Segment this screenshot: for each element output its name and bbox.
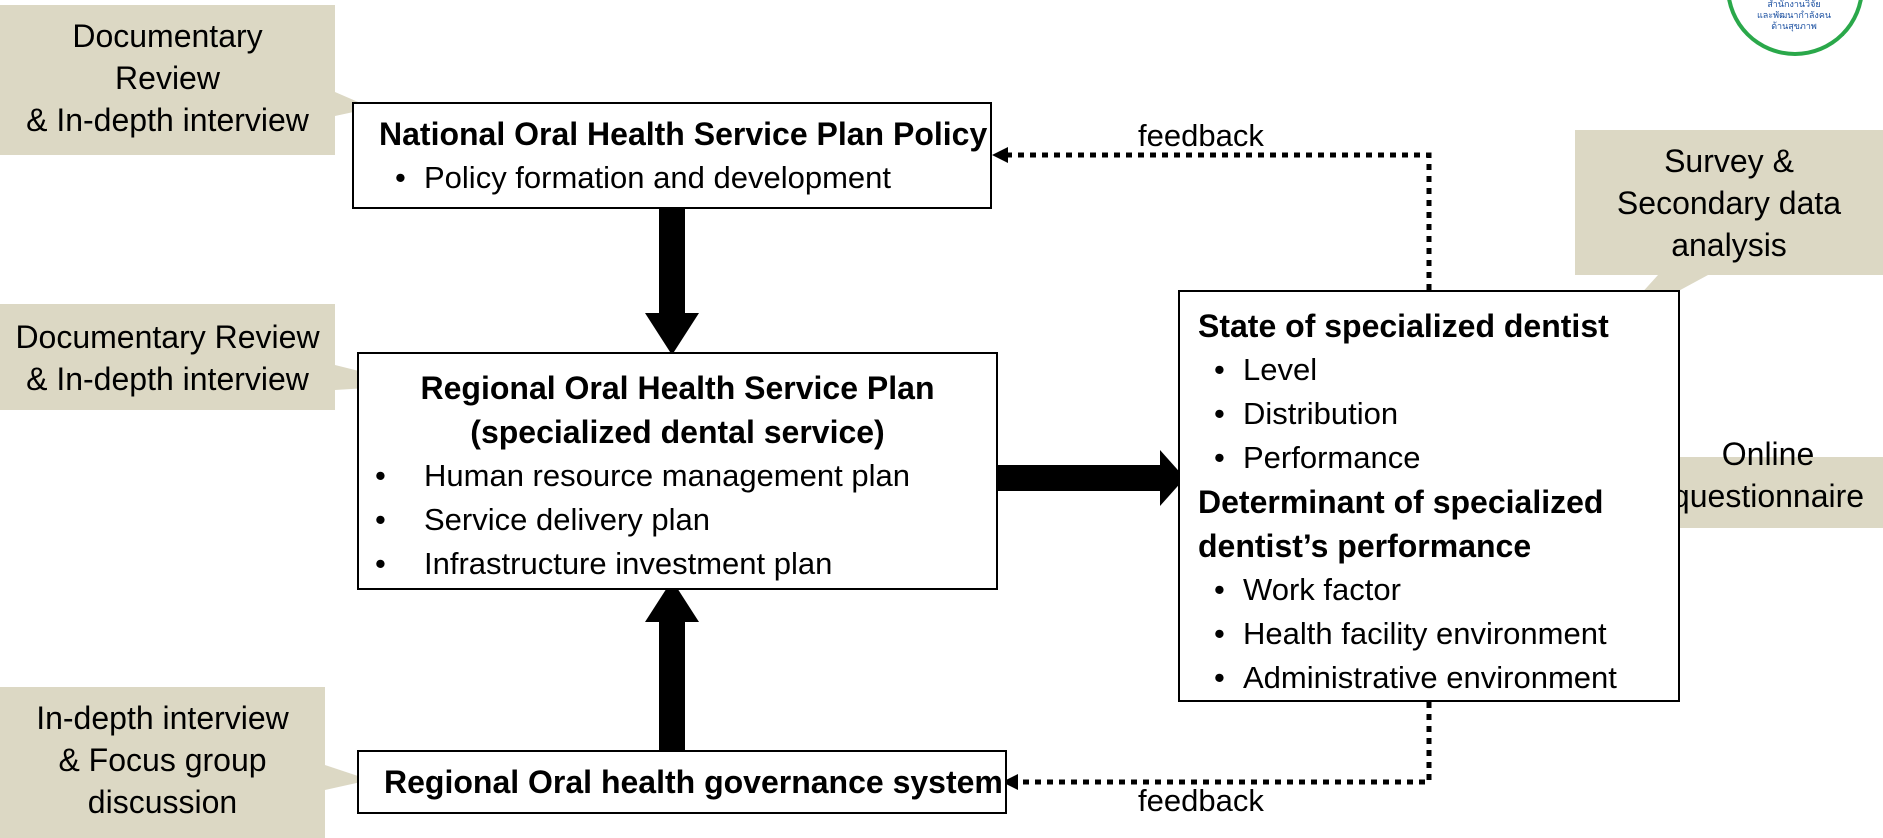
- regional-plan-box: Regional Oral Health Service Plan (speci…: [357, 352, 998, 590]
- feedback-line-bottom: [1002, 702, 1432, 790]
- governance-box: Regional Oral health governance system: [357, 750, 1007, 814]
- national-plan-item: Policy formation and development: [379, 156, 990, 200]
- state-list: Level Distribution Performance: [1198, 348, 1678, 480]
- feedback-line-top: [992, 147, 1432, 290]
- regional-plan-item-service: Service delivery plan: [359, 498, 996, 542]
- national-plan-list: Policy formation and development: [379, 156, 990, 200]
- callout-doc-review-1: Documentary Review & In-depth interview: [26, 18, 309, 138]
- feedback-label-top: feedback: [1138, 118, 1264, 153]
- callout-survey: Survey & Secondary data analysis: [1616, 143, 1842, 263]
- feedback-label-bottom: feedback: [1138, 783, 1264, 818]
- governance-title: Regional Oral health governance system: [384, 764, 1003, 800]
- callout-doc-review-2: Documentary Review & In-depth interview: [15, 319, 320, 397]
- regional-plan-list: Human resource management plan Service d…: [359, 454, 996, 586]
- regional-plan-title-line2: (specialized dental service): [470, 414, 885, 450]
- state-title: State of specialized dentist: [1198, 308, 1609, 344]
- state-box: State of specialized dentist Level Distr…: [1178, 290, 1680, 702]
- determinant-item-facility: Health facility environment: [1198, 612, 1678, 656]
- logo: สำนักงานวิจัย และพัฒนากำลังคน ด้านสุขภาพ: [1726, 0, 1876, 58]
- logo-text: สำนักงานวิจัย และพัฒนากำลังคน ด้านสุขภาพ: [1756, 0, 1831, 32]
- determinant-item-work: Work factor: [1198, 568, 1678, 612]
- determinant-title-line1: Determinant of specialized: [1198, 484, 1604, 520]
- national-plan-title: National Oral Health Service Plan Policy: [379, 116, 988, 152]
- callout-survey-shape: [1575, 130, 1883, 328]
- arrow-regional-to-state: [995, 450, 1185, 506]
- regional-plan-item-hr: Human resource management plan: [359, 454, 996, 498]
- arrow-national-to-regional: [645, 205, 699, 355]
- state-item-distribution: Distribution: [1198, 392, 1678, 436]
- arrow-governance-to-regional: [645, 580, 699, 752]
- callout-in-depth: In-depth interview & Focus group discuss…: [36, 700, 289, 820]
- national-plan-box: National Oral Health Service Plan Policy…: [352, 102, 992, 209]
- determinant-list: Work factor Health facility environment …: [1198, 568, 1678, 700]
- callout-doc-review-1-shape: [0, 5, 372, 155]
- state-item-performance: Performance: [1198, 436, 1678, 480]
- regional-plan-item-infrastructure: Infrastructure investment plan: [359, 542, 996, 586]
- state-item-level: Level: [1198, 348, 1678, 392]
- callout-online: Online questionnaire: [1671, 436, 1865, 514]
- regional-plan-title-line1: Regional Oral Health Service Plan: [420, 370, 935, 406]
- callout-in-depth-shape: [0, 687, 370, 838]
- determinant-title-line2: dentist’s performance: [1198, 528, 1532, 564]
- callout-doc-review-2-shape: [0, 304, 415, 410]
- determinant-item-admin: Administrative environment: [1198, 656, 1678, 700]
